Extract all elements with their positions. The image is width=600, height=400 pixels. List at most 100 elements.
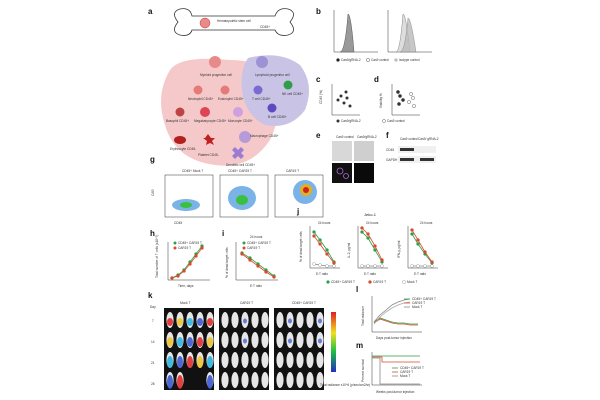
- panel-m-series: [372, 355, 420, 385]
- facs-plot-1: CD45+ Mock T: [164, 169, 214, 218]
- panel-b-histogram-3: [399, 17, 417, 53]
- monocyte-icon: [233, 107, 243, 117]
- panel-j1-grey-line: [313, 263, 334, 267]
- panel-j2-grey-point: [373, 264, 377, 268]
- panel-i-title: 24 hours: [250, 235, 263, 239]
- mouse-silhouette: [296, 312, 304, 328]
- panel-e-col1: Cas9 control: [336, 135, 354, 139]
- panel-j-xlabel-2: E:T ratio: [364, 272, 376, 276]
- panel-j2-red-line: [361, 227, 383, 261]
- panel-l-grey-line: [373, 298, 411, 323]
- mouse-radiance: [243, 318, 247, 324]
- mouse-radiance: [207, 356, 213, 368]
- panel-l: l Total radiance Days post-tumor injecti…: [356, 285, 436, 340]
- panel-l-ylabel: Total radiance: [361, 306, 365, 326]
- panel-j3-red-point: [423, 250, 427, 254]
- panel-h-series-red-point: [200, 246, 204, 250]
- panel-j2-green-line: [361, 231, 383, 263]
- panel-letter-d: d: [374, 75, 379, 84]
- panel-j3-red-line: [411, 229, 433, 263]
- nk-cell-label: NK cell CD45+: [282, 92, 303, 96]
- mouse-silhouette: [221, 372, 229, 388]
- panel-b-histogram-1: [339, 13, 355, 53]
- panel-c-dot: [342, 101, 346, 105]
- panel-i-ylabel: % of dead target cells: [225, 247, 229, 278]
- mouse-silhouette: [251, 312, 259, 328]
- panel-j-legend-2: CAR19 T: [373, 280, 386, 284]
- mouse-silhouette: [276, 372, 284, 388]
- panel-l-legend-3: Mock T: [412, 305, 422, 309]
- panel-h-ylabel: Total number of T cells (x10^7): [155, 235, 159, 278]
- mouse-silhouette: [221, 312, 229, 328]
- panel-j-legend-1: CD45+ CAR19 T: [331, 280, 355, 284]
- panel-k-day-28: 28: [151, 382, 155, 386]
- platelet-label: Platelet CD45-: [198, 153, 219, 157]
- panel-c-dot: [345, 96, 349, 100]
- mouse-silhouette: [231, 312, 239, 328]
- stem-marker-label: CD45+: [260, 25, 270, 29]
- panel-f-row-1: CD45: [386, 148, 394, 152]
- panel-j-ylabel-1: % of dead target cells: [299, 231, 303, 262]
- panel-j2-green-point: [373, 248, 377, 252]
- radiance-scale-bar: [331, 312, 336, 372]
- panel-g-xlabel: CD45: [174, 221, 182, 225]
- panel-b-legend-2: Cas9 control: [371, 58, 389, 62]
- panel-j1-grey-point: [325, 264, 329, 268]
- panel-d-dot: [397, 102, 401, 106]
- panel-m-legend-1: CD45+ CAR19 T: [400, 366, 424, 370]
- panel-k-day-21: 21: [151, 361, 155, 365]
- panel-c-dot: [344, 90, 348, 94]
- panel-b: b Cas9/gRNA-2 Cas9 control Isotype contr…: [316, 7, 432, 62]
- nk-cell-icon: [283, 80, 293, 90]
- panel-j2-grey-point: [380, 264, 384, 268]
- neutrophil-label: Neutrophil CD45+: [188, 97, 214, 101]
- facs-core-2: [236, 195, 248, 205]
- panel-f: f Cas9 control Cas9/ gRNA-2 CD45 GAPDH: [386, 131, 439, 163]
- panel-j-legend-dot-3: [402, 280, 406, 284]
- dendritic-label: Dendritic cell CD45+: [226, 163, 255, 167]
- panel-d-dot: [398, 94, 402, 98]
- panel-letter-f: f: [386, 131, 389, 140]
- panel-k-scale-label: Total radiance x10^6 (p/sec/cm2/sr): [320, 383, 370, 387]
- panel-j-legend-3: Mock T: [407, 280, 417, 284]
- facs-core-1: [180, 202, 192, 208]
- mouse-silhouette: [231, 352, 239, 368]
- mouse-silhouette: [261, 372, 269, 388]
- panel-k-day-header: Day: [150, 305, 156, 309]
- panel-k-mice-grid: [164, 308, 324, 390]
- panel-i-series-red-point: [256, 264, 260, 268]
- facs-center-3: [303, 187, 309, 193]
- erythrocyte-label: Erythrocyte CD45-: [170, 147, 196, 151]
- mouse-radiance: [207, 375, 213, 389]
- panel-k-day-7: 7: [152, 319, 154, 323]
- mouse-radiance: [318, 318, 322, 324]
- eosinophil-label: Eosinophil CD45+: [218, 97, 244, 101]
- megakaryocyte-label: Megakaryocyte CD45+: [194, 119, 227, 123]
- panel-f-band-2a: [400, 158, 414, 161]
- panel-l-legend-1: CD45+ CAR19 T: [412, 297, 436, 301]
- panel-k-day-14: 14: [151, 340, 155, 344]
- myeloid-progenitor-icon: [209, 56, 221, 68]
- panel-b-legend-1: Cas9/gRNA-2: [341, 58, 361, 62]
- panel-j3-green-point: [410, 232, 414, 236]
- panel-j2-red-point: [360, 226, 364, 230]
- panel-e-col2: Cas9/gRNA-2: [357, 135, 377, 139]
- mouse-radiance: [318, 338, 322, 344]
- mouse-silhouette: [261, 332, 269, 348]
- panel-d-ylabel: Viability %: [379, 93, 383, 108]
- erythrocyte-icon: [174, 136, 186, 144]
- panel-g: g CAR CD45 CD45+ Mock T CD45+ CAR19 T CA…: [150, 155, 324, 225]
- panel-i-series-red-point: [248, 258, 252, 262]
- panel-f-col2: Cas9/ gRNA-2: [418, 137, 439, 141]
- panel-c-legend-dot: [336, 119, 340, 123]
- eosinophil-icon: [220, 85, 230, 95]
- neutrophil-icon: [193, 85, 203, 95]
- mouse-radiance: [177, 356, 183, 368]
- panel-e-cell-1: [336, 167, 344, 175]
- panel-g-ylabel: CAR: [151, 189, 155, 196]
- panel-j2-red-point: [380, 258, 384, 262]
- panel-j-legend-dot-1: [326, 280, 330, 284]
- mouse-silhouette: [221, 352, 229, 368]
- mouse-radiance: [177, 375, 183, 389]
- mouse-silhouette: [251, 352, 259, 368]
